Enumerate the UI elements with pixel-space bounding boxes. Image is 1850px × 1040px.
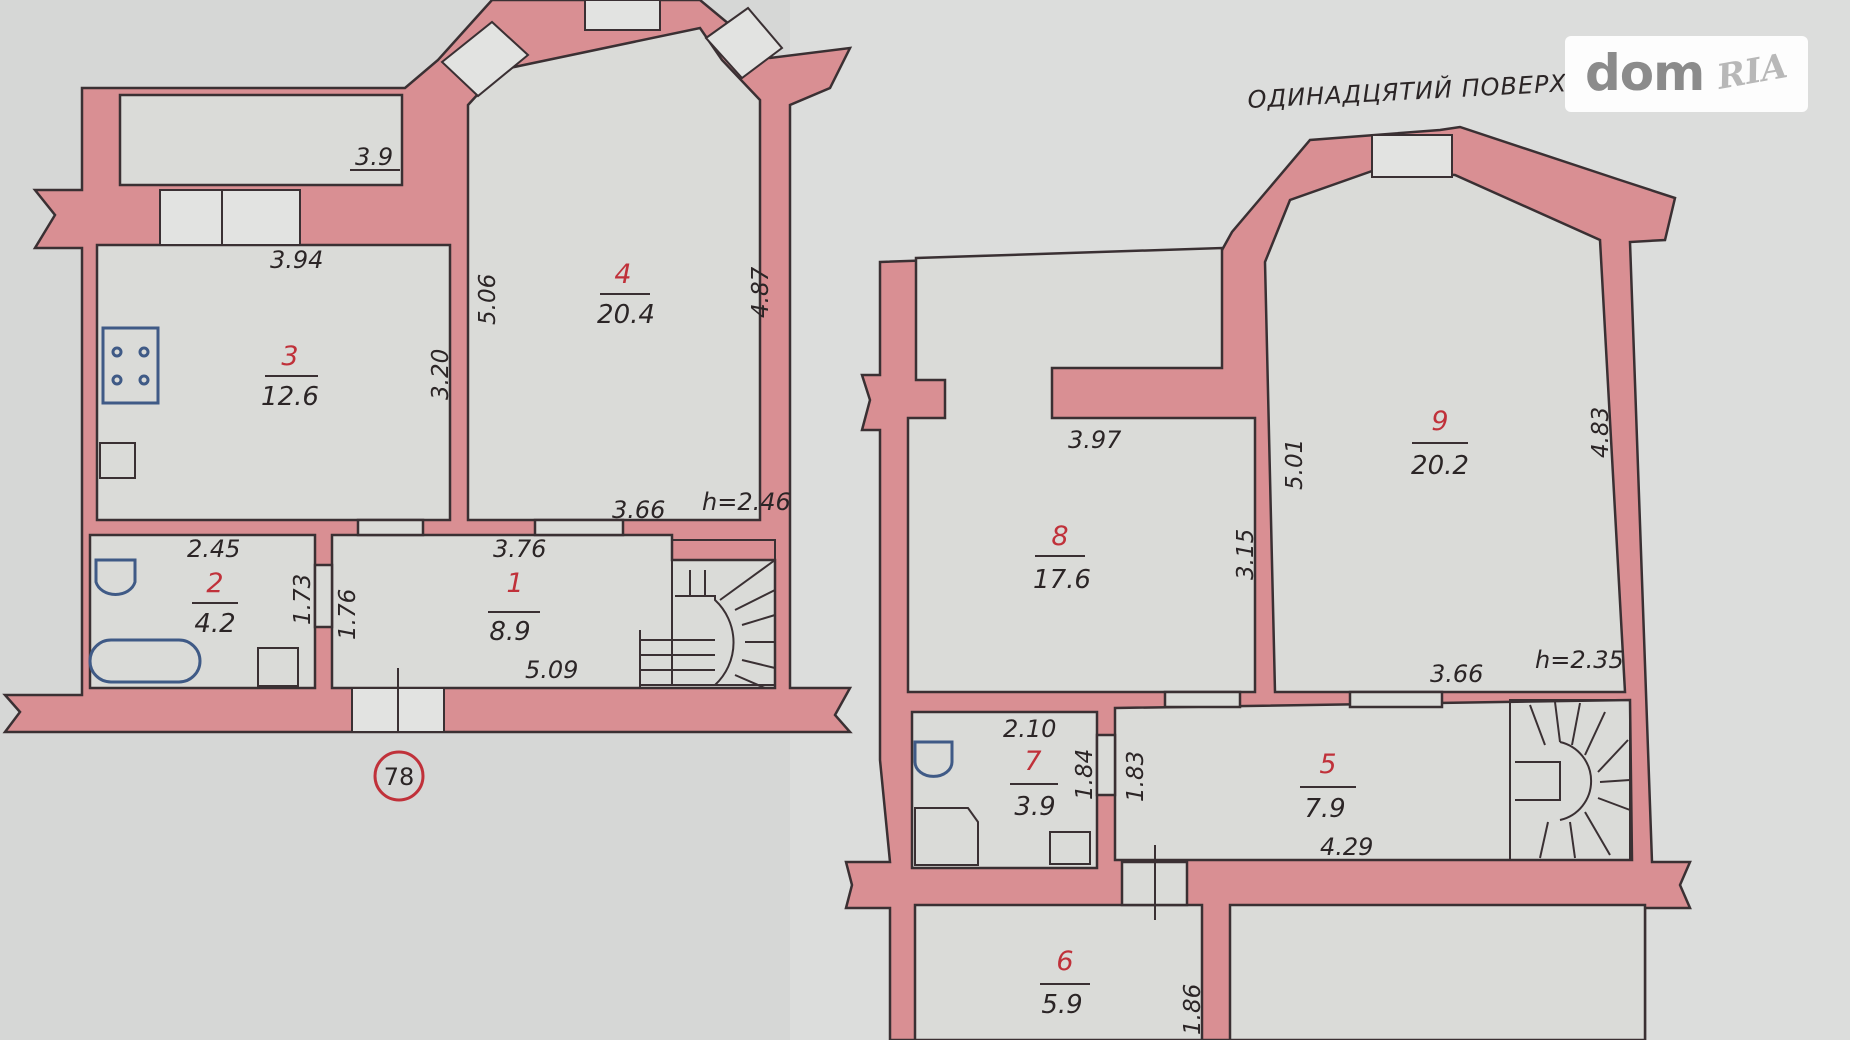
- room-8: [906, 246, 1257, 694]
- dimension: 3.15: [1233, 529, 1259, 580]
- dimension: 3.94: [270, 246, 323, 274]
- apartment-number-badge: 78: [373, 750, 425, 802]
- window: [704, 6, 784, 80]
- room-number: 6: [1056, 946, 1073, 977]
- dimension: 5.06: [475, 274, 501, 325]
- shower-icon: [914, 807, 979, 866]
- dimension: 2.10: [1003, 715, 1056, 743]
- door-opening: [1348, 690, 1444, 709]
- window: [1371, 134, 1453, 178]
- watermark-primary: dom: [1585, 44, 1705, 102]
- toilet-icon: [913, 740, 954, 778]
- dimension: 3.66: [1430, 660, 1483, 688]
- dimension: 1.86: [1180, 984, 1206, 1035]
- left-floor-plan: [2, 0, 853, 734]
- washbasin-icon: [1049, 831, 1091, 865]
- window: [440, 20, 530, 98]
- room-lower-right: [1228, 903, 1647, 1040]
- dimension: 5.01: [1282, 439, 1308, 490]
- dimension: 3.76: [493, 535, 546, 563]
- dimension: 1.83: [1123, 751, 1149, 802]
- watermark-secondary: RIA: [1714, 46, 1791, 98]
- sink-icon: [99, 442, 136, 479]
- door-opening: [356, 518, 425, 537]
- apartment-number: 78: [384, 763, 415, 791]
- room-9: [1263, 168, 1627, 694]
- dimension: 1.76: [335, 589, 361, 640]
- staircase: [639, 539, 776, 689]
- room-area: 8.9: [489, 617, 530, 647]
- staircase: [1509, 699, 1631, 861]
- room-area: 12.6: [261, 382, 319, 412]
- room-number: 4: [614, 259, 631, 290]
- bathtub-icon: [88, 638, 202, 684]
- room-area: 20.4: [597, 300, 655, 330]
- dimension-labels: 3.9 3.94 3.20 5.06 4.87 3.66 h=2.46 2.45…: [187, 143, 1624, 1035]
- stove-icon: [101, 326, 160, 405]
- door-opening: [1163, 690, 1242, 709]
- height-label: h=2.35: [1535, 646, 1624, 674]
- room-number: 3: [281, 341, 298, 372]
- room-area: 5.9: [1041, 990, 1082, 1020]
- window: [584, 0, 661, 31]
- dimension: 4.29: [1320, 833, 1373, 861]
- room-area: 4.2: [194, 609, 235, 639]
- dimension: 5.09: [525, 656, 578, 684]
- dimension: 1.84: [1072, 749, 1098, 800]
- room-area: 20.2: [1411, 451, 1469, 481]
- dimension: 4.87: [748, 266, 774, 318]
- door-opening: [533, 518, 625, 537]
- room-number: 8: [1051, 521, 1068, 552]
- room-labels: 4 20.4 3 12.6 2 4.2 1 8.9 8 17.6 9 20.2 …: [192, 259, 1469, 1020]
- room-number: 5: [1319, 749, 1336, 780]
- room-number: 7: [1024, 746, 1041, 777]
- room-area: 17.6: [1033, 565, 1091, 595]
- right-floor-plan: [844, 125, 1692, 1040]
- room-area: 3.9: [1014, 792, 1055, 822]
- dimension: 3.66: [612, 496, 665, 524]
- room-4: [466, 26, 762, 522]
- door-opening: [313, 563, 334, 629]
- dimension: 3.9: [355, 143, 393, 171]
- balcony-room: [118, 93, 404, 187]
- dimension: 2.45: [187, 535, 240, 563]
- door-opening: [1095, 733, 1117, 797]
- room-3-kitchen: [95, 243, 452, 522]
- room-number: 2: [206, 568, 223, 599]
- dimension: 4.83: [1588, 407, 1614, 458]
- toilet-icon: [94, 558, 137, 596]
- window: [159, 189, 301, 246]
- room-number: 9: [1431, 406, 1448, 437]
- dimension: 1.73: [290, 574, 316, 625]
- height-label: h=2.46: [702, 488, 791, 516]
- site-watermark: dom RIA: [1565, 36, 1808, 112]
- room-5-hall: [1113, 698, 1634, 862]
- dimension: 3.20: [428, 349, 454, 400]
- washbasin-icon: [257, 647, 299, 687]
- room-7-wc: [910, 710, 1099, 870]
- room-area: 7.9: [1304, 794, 1345, 824]
- dimension: 3.97: [1068, 426, 1122, 454]
- room-6: [913, 903, 1204, 1040]
- room-number: 1: [506, 568, 523, 599]
